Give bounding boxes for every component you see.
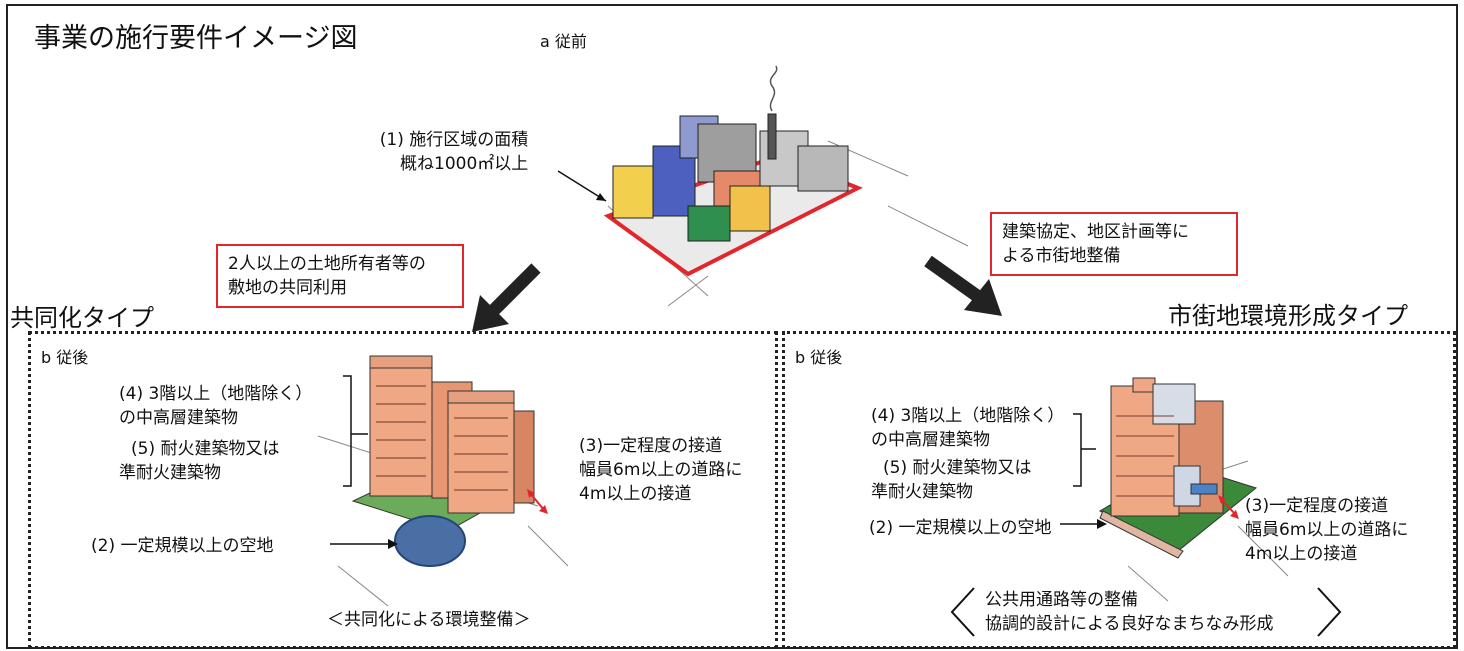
type-left-heading: 共同化タイプ	[10, 304, 154, 332]
open-space-highlight	[394, 515, 466, 567]
left-req3-line3: 4m以上の接道	[579, 484, 692, 504]
left-req3-line2: 幅員6m以上の道路に	[579, 460, 743, 480]
building-blue	[652, 145, 696, 217]
right-req2: (2) 一定規模以上の空地	[869, 518, 1052, 538]
note-left-line2: 敷地の共同利用	[228, 278, 347, 298]
note-right-box: 建築協定、地区計画等に よる市街地整備	[990, 212, 1238, 276]
left-req5-line2: 準耐火建築物	[119, 463, 221, 483]
type-right-heading: 市街地環境形成タイプ	[1168, 302, 1408, 330]
left-req4-line1: (4) 3階以上（地階除く）	[119, 384, 313, 404]
right-caption: 公共用通路等の整備 協調的設計による良好なまちなみ形成	[985, 588, 1274, 636]
after-label-left: b 従後	[41, 348, 89, 367]
before-illustration	[317, 65, 1342, 637]
arrow-right	[964, 279, 1002, 316]
right-req3-line2: 幅員6m以上の道路に	[1245, 520, 1409, 540]
left-req4-line2: の中高層建築物	[119, 408, 238, 428]
diagram-frame: 事業の施行要件イメージ図 a 従前	[6, 4, 1458, 649]
req1-label: (1) 施行区域の面積 概ね1000㎡以上	[368, 128, 528, 176]
left-req4: (4) 3階以上（地階除く） の中高層建築物	[119, 382, 312, 430]
diagram-title: 事業の施行要件イメージ図	[34, 23, 358, 54]
right-caption-line2: 協調的設計による良好なまちなみ形成	[985, 614, 1274, 634]
building-green	[687, 205, 731, 242]
note-left-box: 2人以上の土地所有者等の 敷地の共同利用	[216, 244, 464, 308]
left-req3-line1: (3)一定程度の接道	[579, 436, 723, 456]
right-req5-line2: 準耐火建築物	[871, 482, 973, 502]
right-panel: b 従後 (4) 3階以上（地階除く） の中高層建築物 (5) 耐火建築物又は …	[782, 331, 1456, 647]
right-req5: (5) 耐火建築物又は 準耐火建築物	[871, 456, 1032, 504]
right-req5-line1: (5) 耐火建築物又は	[883, 458, 1032, 478]
before-label: a 従前	[540, 32, 587, 51]
left-req2: (2) 一定規模以上の空地	[91, 536, 274, 556]
left-panel: b 従後 (4) 3階以上（地階除く） の中高層建築物 (5) 耐火建築物又は …	[28, 331, 778, 647]
right-req3-line1: (3)一定程度の接道	[1245, 496, 1389, 516]
tower-left	[369, 365, 433, 497]
left-req5: (5) 耐火建築物又は 準耐火建築物	[119, 437, 280, 485]
note-left-line1: 2人以上の土地所有者等の	[228, 254, 426, 274]
right-req4-line2: の中高層建築物	[871, 430, 990, 450]
after-label-right: b 従後	[795, 348, 843, 367]
tower-right	[447, 400, 515, 514]
right-req3: (3)一定程度の接道 幅員6m以上の道路に 4m以上の接道	[1245, 494, 1408, 566]
note-right-line1: 建築協定、地区計画等に	[1002, 222, 1189, 242]
right-req4: (4) 3階以上（地階除く） の中高層建築物	[871, 404, 1064, 452]
right-req3-line3: 4m以上の接道	[1245, 544, 1358, 564]
left-req5-line1: (5) 耐火建築物又は	[131, 439, 280, 459]
arrow-left	[472, 295, 509, 332]
note-right-line2: よる市街地整備	[1002, 246, 1121, 266]
left-req3: (3)一定程度の接道 幅員6m以上の道路に 4m以上の接道	[579, 434, 742, 506]
right-req4-line1: (4) 3階以上（地階除く）	[871, 406, 1065, 426]
req1-line2: 概ね1000㎡以上	[400, 154, 529, 174]
left-caption: ＜共同化による環境整備＞	[327, 610, 531, 630]
right-caption-line1: 公共用通路等の整備	[985, 590, 1138, 610]
building-yellow	[612, 165, 654, 219]
req1-line1: (1) 施行区域の面積	[379, 130, 529, 150]
